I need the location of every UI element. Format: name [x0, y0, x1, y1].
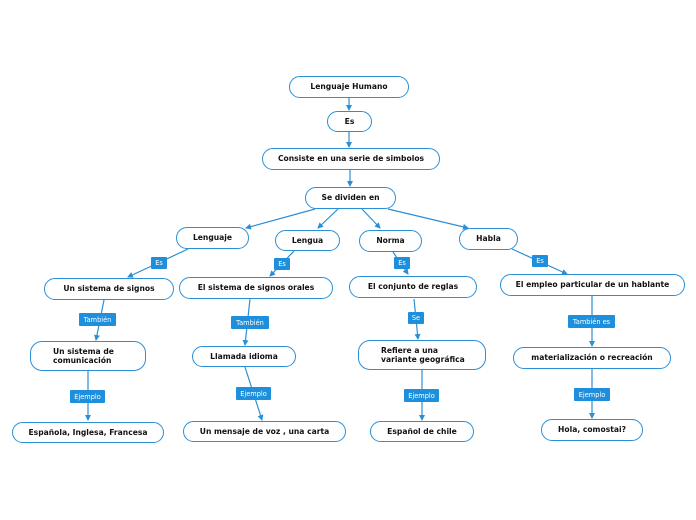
- tag-es-lengua: Es: [274, 258, 290, 270]
- node-signos-orales[interactable]: El sistema de signos orales: [179, 277, 333, 299]
- connector: [317, 208, 339, 229]
- node-llamada-idioma[interactable]: Llamada idioma: [192, 346, 296, 367]
- node-conjunto-reglas[interactable]: El conjunto de reglas: [349, 276, 477, 298]
- node-norma[interactable]: Norma: [359, 230, 422, 252]
- tag-ejemplo-1: Ejemplo: [70, 390, 105, 403]
- tag-se: Se: [408, 312, 424, 324]
- connector: [245, 208, 316, 230]
- tag-ejemplo-4: Ejemplo: [574, 388, 610, 401]
- connector: [387, 208, 469, 230]
- node-variante-geografica[interactable]: Refiere a una variante geográfica: [358, 340, 486, 370]
- tag-es-norma: Es: [394, 257, 410, 269]
- node-lengua[interactable]: Lengua: [275, 230, 340, 251]
- node-se-dividen[interactable]: Se dividen en: [305, 187, 396, 209]
- node-empleo-particular[interactable]: El empleo particular de un hablante: [500, 274, 685, 296]
- node-es[interactable]: Es: [327, 111, 372, 132]
- node-materializacion[interactable]: materialización o recreación: [513, 347, 671, 369]
- node-hola[interactable]: Hola, comostai?: [541, 419, 643, 441]
- tag-tambien-1: También: [79, 313, 116, 326]
- tag-tambien-2: También: [231, 316, 269, 329]
- tag-ejemplo-3: Ejemplo: [404, 389, 439, 402]
- tag-es-habla: Es: [532, 255, 548, 267]
- node-lenguaje-humano[interactable]: Lenguaje Humano: [289, 76, 409, 98]
- node-consiste[interactable]: Consiste en una serie de simbolos: [262, 148, 440, 170]
- node-idiomas[interactable]: Española, Inglesa, Francesa: [12, 422, 164, 443]
- node-espanol-chile[interactable]: Español de chile: [370, 421, 474, 442]
- node-mensaje[interactable]: Un mensaje de voz , una carta: [183, 421, 346, 442]
- tag-es-lenguaje: Es: [151, 257, 167, 269]
- connector: [361, 208, 381, 229]
- node-sistema-comunicacion[interactable]: Un sistema de comunicación: [30, 341, 146, 371]
- tag-ejemplo-2: Ejemplo: [236, 387, 271, 400]
- node-habla[interactable]: Habla: [459, 228, 518, 250]
- tag-tambien-es: También es: [568, 315, 615, 328]
- node-sistema-signos[interactable]: Un sistema de signos: [44, 278, 174, 300]
- node-lenguaje[interactable]: Lenguaje: [176, 227, 249, 249]
